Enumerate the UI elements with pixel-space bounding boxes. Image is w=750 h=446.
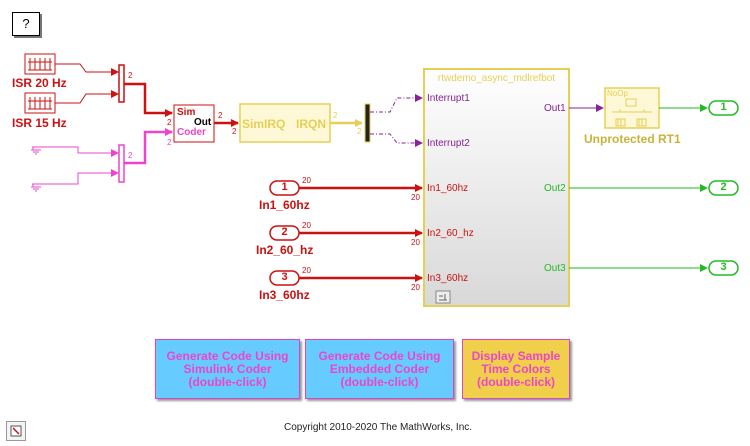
isr-20hz-block[interactable] (24, 53, 56, 75)
sim-coder-block[interactable] (173, 104, 215, 143)
inport-3-number: 3 (281, 271, 288, 283)
inport-3-width-bottom: 20 (411, 283, 420, 292)
sim-irq-right-label: IRQN (296, 117, 326, 131)
outport-2-number: 2 (720, 181, 727, 193)
display-sample-time-colors-button[interactable]: Display Sample Time Colors (double-click… (462, 339, 570, 399)
rate-transition-icon (612, 98, 652, 127)
button-line: (double-click) (340, 374, 419, 389)
button-line: Generate Code Using (166, 348, 289, 363)
wire-interrupt2 (370, 133, 423, 147)
mux-top-width: 2 (128, 71, 133, 80)
outport-label-out3: Out3 (544, 263, 566, 274)
sim-irq-out-width: 2 (333, 111, 338, 120)
button-line: Embedded Coder (329, 361, 430, 376)
button-line: Display Sample (471, 348, 561, 363)
model-reference-block[interactable] (423, 68, 570, 307)
rate-transition-block[interactable] (604, 87, 660, 129)
isr-15hz-label: ISR 15 Hz (12, 116, 67, 130)
inport-2-width-top: 20 (302, 221, 311, 230)
wire-interrupt1 (370, 94, 423, 113)
generate-embedded-coder-button[interactable]: Generate Code Using Embedded Coder (doub… (305, 339, 454, 399)
demux-block[interactable] (364, 103, 371, 143)
inport-label-interrupt1: Interrupt1 (427, 93, 470, 104)
explorer-icon (10, 425, 22, 437)
inport-1-name: In1_60hz (259, 198, 310, 212)
rate-transition-tag: NoOp (607, 89, 628, 98)
button-line: Generate Code Using (318, 348, 441, 363)
inport-label-in1: In1_60hz (427, 183, 469, 194)
wire-ground2 (40, 169, 119, 185)
sim-coder-in-bottom-width: 2 (167, 138, 172, 147)
sim-irq-block[interactable] (239, 103, 331, 143)
inport-2-number: 2 (281, 226, 288, 238)
inport-label-interrupt2: Interrupt2 (427, 138, 470, 149)
button-line: Simulink Coder (183, 361, 272, 376)
sim-irq-left-label: SimIRQ (242, 117, 286, 131)
sim-coder-line2: Coder (177, 127, 206, 138)
outport-label-out1: Out1 (544, 103, 566, 114)
wire-mux-bottom (124, 128, 173, 165)
isr-20hz-label: ISR 20 Hz (12, 76, 67, 90)
outport-3-number: 3 (720, 261, 727, 273)
generate-simulink-coder-button[interactable]: Generate Code Using Simulink Coder (doub… (155, 339, 300, 399)
ground-block-2[interactable] (31, 183, 41, 192)
inport-label-in3: In3_60hz (427, 273, 469, 284)
wire-isr15 (55, 90, 119, 104)
button-line: Time Colors (481, 361, 551, 376)
outport-label-out2: Out2 (544, 183, 566, 194)
outport-2[interactable] (708, 180, 739, 196)
copyright-text: Copyright 2010-2020 The MathWorks, Inc. (283, 422, 473, 433)
isr-15hz-block[interactable] (24, 92, 56, 114)
inport-1-width-top: 20 (302, 176, 311, 185)
model-reference-icon (435, 290, 451, 304)
hide-show-explorer-button[interactable] (6, 421, 26, 441)
inport-2-name: In2_60_hz (256, 243, 314, 257)
wire-isr20 (55, 63, 119, 76)
sim-coder-line1: Sim (177, 107, 196, 118)
wire-mux-top (124, 82, 173, 117)
button-line: (double-click) (188, 374, 267, 389)
interrupt-icon (28, 97, 52, 110)
sim-coder-in-top-width: 2 (167, 118, 172, 127)
button-line: (double-click) (476, 374, 555, 389)
ground-block-1[interactable] (31, 146, 41, 155)
model-reference-title: rtwdemo_async_mdlrefbot (437, 73, 556, 84)
mux-top[interactable] (118, 64, 125, 103)
outport-3[interactable] (708, 260, 739, 276)
interrupt-icon (28, 58, 52, 71)
sim-coder-out-width-lower: 2 (232, 127, 237, 136)
sim-coder-out-label: Out (194, 117, 212, 128)
inport-2-width-bottom: 20 (411, 238, 420, 247)
mux-bottom[interactable] (118, 144, 125, 183)
wire-ground1 (40, 146, 119, 157)
inport-1-width-bottom: 20 (411, 193, 420, 202)
inport-3-width-top: 20 (302, 266, 311, 275)
inport-3-name: In3_60hz (259, 288, 310, 302)
sim-coder-out-width: 2 (218, 111, 223, 120)
outport-1-number: 1 (720, 101, 727, 113)
outport-1[interactable] (708, 100, 739, 116)
mux-bottom-width: 2 (128, 151, 133, 160)
sim-irq-out-width-lower: 2 (357, 127, 362, 136)
rate-transition-name: Unprotected RT1 (584, 132, 681, 146)
help-button[interactable]: ? (12, 12, 40, 36)
inport-label-in2: In2_60_hz (427, 228, 474, 239)
inport-1-number: 1 (281, 181, 288, 193)
